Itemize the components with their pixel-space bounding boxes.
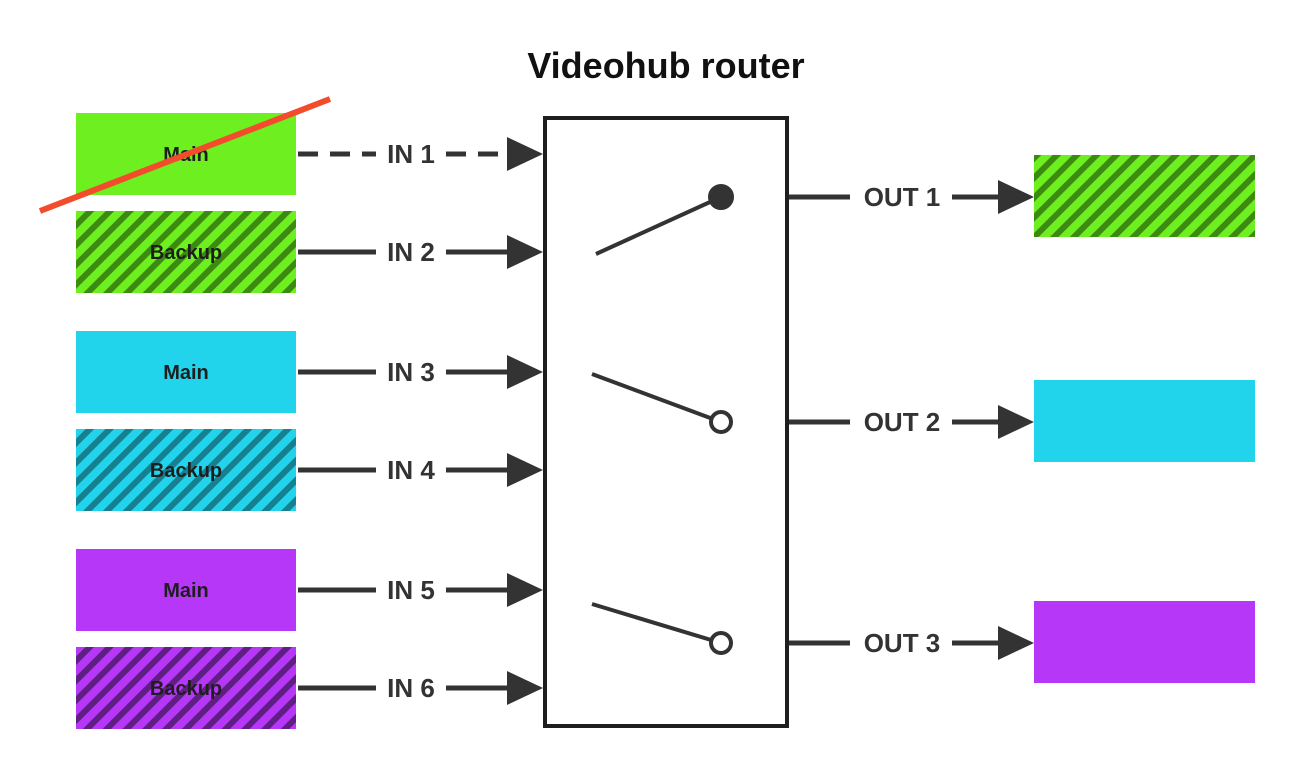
arrowhead: [507, 573, 543, 607]
source-4: Backup: [76, 429, 296, 511]
arrowhead: [507, 671, 543, 705]
switch-contact: [708, 184, 734, 210]
source-6: Backup: [76, 647, 296, 729]
source-5: Main: [76, 549, 296, 631]
source-group: MainBackupMainBackupMainBackup: [76, 113, 296, 729]
input-label: IN 4: [387, 455, 435, 485]
input-label: IN 1: [387, 139, 435, 169]
source-box: [76, 549, 296, 631]
source-box: [76, 211, 296, 293]
failure-strike: [38, 96, 332, 214]
input-connections: IN 1 IN 2 IN 3 IN 4 IN 5 IN 6: [298, 137, 543, 705]
switch-contact: [709, 410, 733, 434]
switch-1: [595, 184, 734, 256]
switch-2: [591, 372, 733, 434]
output-label: OUT 1: [864, 182, 941, 212]
switch-3: [591, 602, 733, 655]
source-3: Main: [76, 331, 296, 413]
router-switches: [591, 184, 734, 655]
input-connection-5: IN 5: [298, 573, 543, 607]
diagram-title: Videohub router: [527, 45, 804, 86]
input-connection-6: IN 6: [298, 671, 543, 705]
switch-arm: [591, 602, 722, 645]
input-connection-3: IN 3: [298, 355, 543, 389]
router-box: [543, 116, 789, 728]
source-label: Backup: [150, 460, 222, 482]
switch-arm: [591, 372, 722, 424]
output-connection-2: OUT 2: [789, 405, 1034, 439]
input-label: IN 2: [387, 237, 435, 267]
destination-3: [1034, 601, 1255, 683]
arrowhead: [507, 137, 543, 171]
source-label: Backup: [150, 242, 222, 264]
output-connection-3: OUT 3: [789, 626, 1034, 660]
failure-markers: [38, 96, 332, 214]
input-connection-1: IN 1: [298, 137, 543, 171]
arrowhead: [998, 405, 1034, 439]
arrowhead: [507, 235, 543, 269]
switch-contact: [709, 631, 733, 655]
destination-group: [1034, 155, 1255, 683]
output-label: OUT 2: [864, 407, 941, 437]
input-label: IN 5: [387, 575, 435, 605]
arrowhead: [507, 355, 543, 389]
arrowhead: [998, 626, 1034, 660]
input-connection-2: IN 2: [298, 235, 543, 269]
source-2: Backup: [76, 211, 296, 293]
arrowhead: [507, 453, 543, 487]
source-label: Main: [163, 580, 209, 602]
input-connection-4: IN 4: [298, 453, 543, 487]
destination-2: [1034, 380, 1255, 462]
input-label: IN 3: [387, 357, 435, 387]
source-label: Main: [163, 362, 209, 384]
switch-arm: [595, 195, 722, 256]
source-label: Backup: [150, 678, 222, 700]
output-connections: OUT 1 OUT 2 OUT 3: [789, 180, 1034, 660]
destination-1: [1034, 155, 1255, 237]
output-label: OUT 3: [864, 628, 941, 658]
arrowhead: [998, 180, 1034, 214]
source-box: [76, 331, 296, 413]
source-box: [76, 429, 296, 511]
output-connection-1: OUT 1: [789, 180, 1034, 214]
source-box: [76, 647, 296, 729]
input-label: IN 6: [387, 673, 435, 703]
